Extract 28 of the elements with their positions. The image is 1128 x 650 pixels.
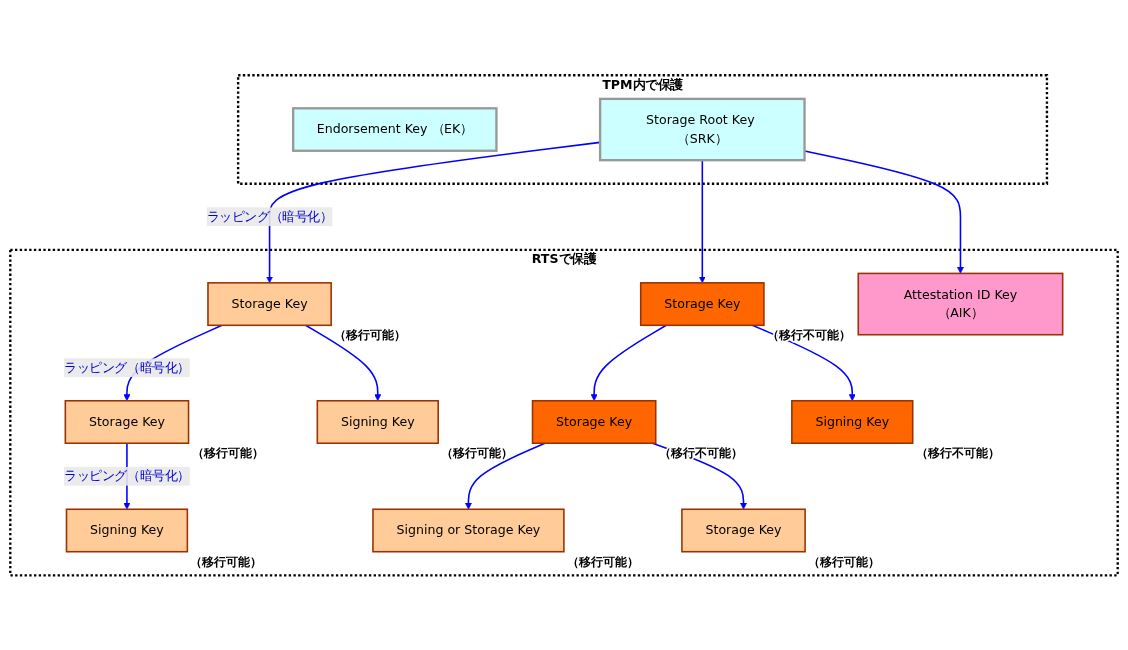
edge-label: ラッピング（暗号化） xyxy=(206,208,333,224)
edge-label: ラッピング（暗号化） xyxy=(64,468,190,484)
arrow xyxy=(698,159,706,283)
node-box: Storage Key xyxy=(531,399,657,444)
arrow xyxy=(590,324,668,401)
arrow xyxy=(464,442,546,510)
node-caption: （移行可能） xyxy=(334,328,407,343)
arrow xyxy=(304,324,382,401)
node-caption: （移行可能） xyxy=(191,446,264,461)
node-box: Storage Key xyxy=(639,281,765,326)
node-box: Storage Key xyxy=(207,281,332,326)
node-caption: （移行不可能） xyxy=(915,446,1000,461)
node-box: Storage Key xyxy=(64,399,190,444)
node-box: Signing Key xyxy=(316,399,439,444)
node-caption: （移行可能） xyxy=(808,554,881,569)
node-box: Attestation ID Key（AIK） xyxy=(857,272,1064,336)
node-box: Signing or Storage Key xyxy=(372,508,565,553)
node-caption: （移行可能） xyxy=(190,554,263,569)
node-box: Endorsement Key （EK） xyxy=(292,106,498,152)
node-caption: （移行可能） xyxy=(567,554,640,569)
arrow xyxy=(751,324,856,401)
arrow xyxy=(266,141,601,283)
node-box: Storage Root Key （SRK） xyxy=(598,97,806,162)
edge-label: ラッピング（暗号化） xyxy=(64,359,190,375)
node-box: Signing Key xyxy=(65,508,189,553)
node-caption: （移行可能） xyxy=(441,446,514,461)
node-box: Signing Key xyxy=(791,399,914,444)
node-box: Storage Key xyxy=(681,508,806,553)
